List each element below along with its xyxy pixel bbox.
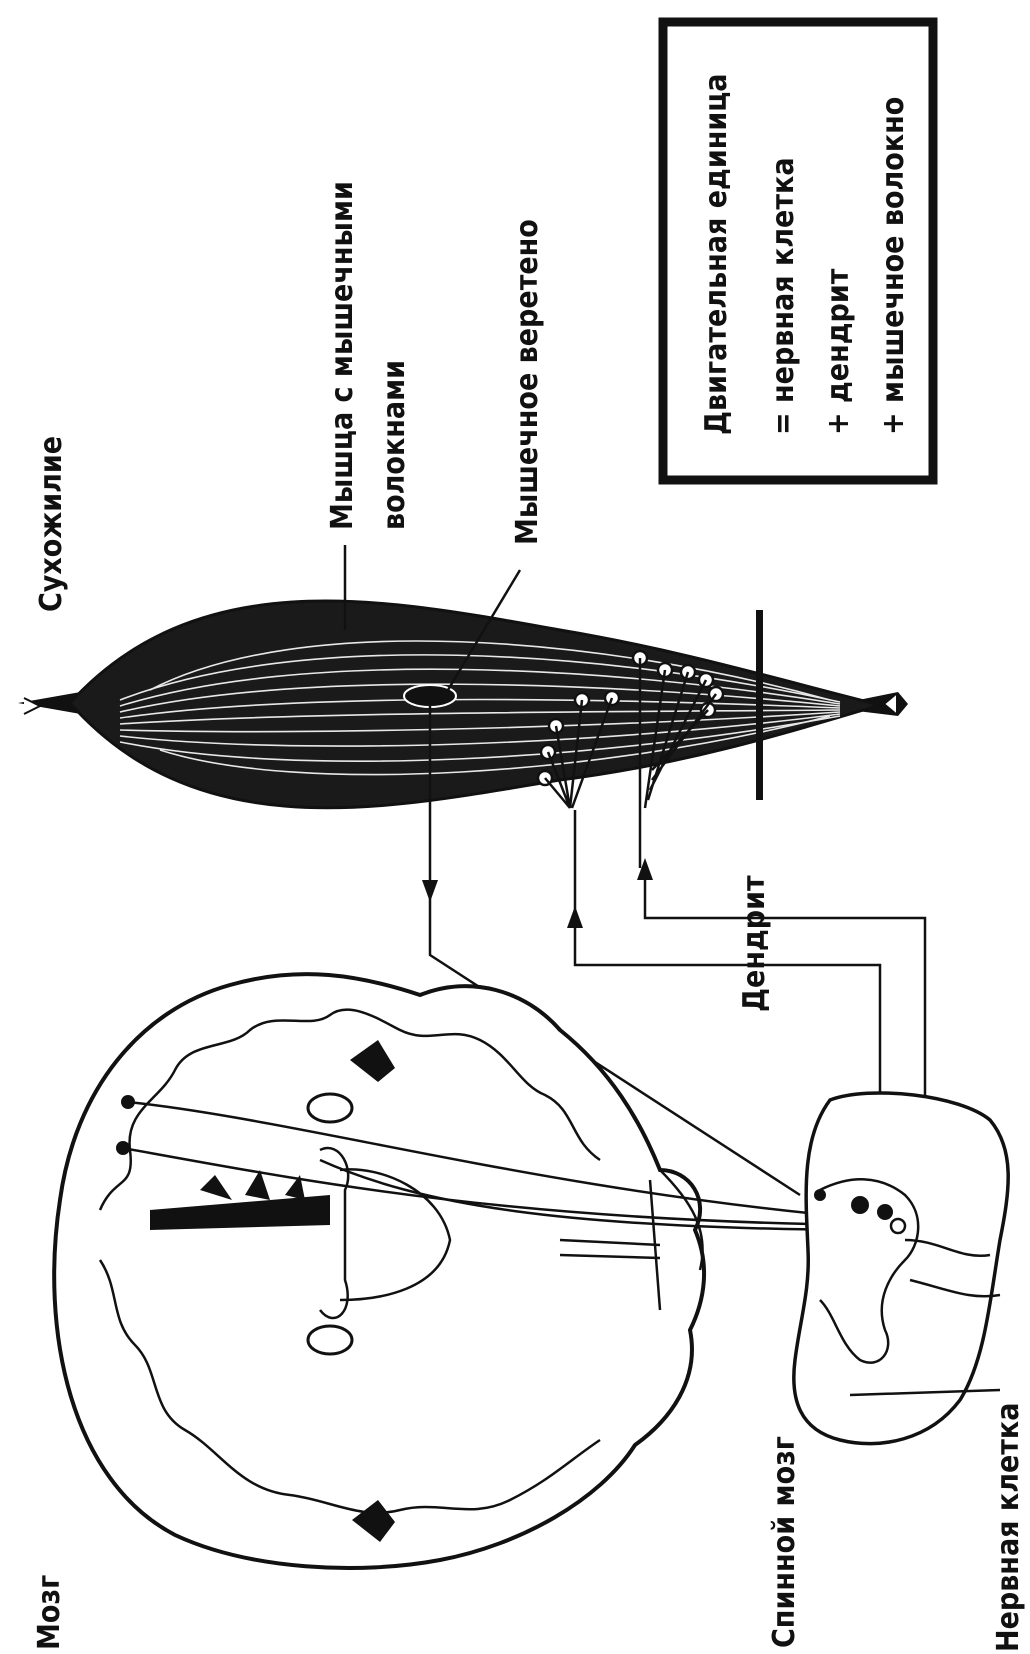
label-spindle: Мышечное веретено [510,219,545,545]
legend-item-dendrite: + дендрит [821,268,856,435]
legend-item-nerve-cell: = нервная клетка [766,157,801,435]
label-nerve-cell: Нервная клетка [991,1403,1026,1652]
muscle [18,601,908,808]
label-spinal-cord: Спинной мозг [767,1436,802,1648]
label-dendrite: Дендрит [737,875,772,1012]
legend-item-muscle-fiber: + мышечное волокно [876,97,911,435]
brain [54,974,704,1568]
motor-neuron [851,1196,869,1214]
label-muscle-line1: Мышца с мышечными [325,181,360,530]
legend-title: Двигательная единица [699,73,734,435]
spinal-cord [794,1093,1008,1444]
label-tendon: Сухожилие [34,436,69,612]
label-muscle-line2: волокнами [377,360,412,530]
label-brain: Мозг [32,1575,67,1650]
legend-box: Двигательная единица = нервная клетка + … [663,22,933,480]
